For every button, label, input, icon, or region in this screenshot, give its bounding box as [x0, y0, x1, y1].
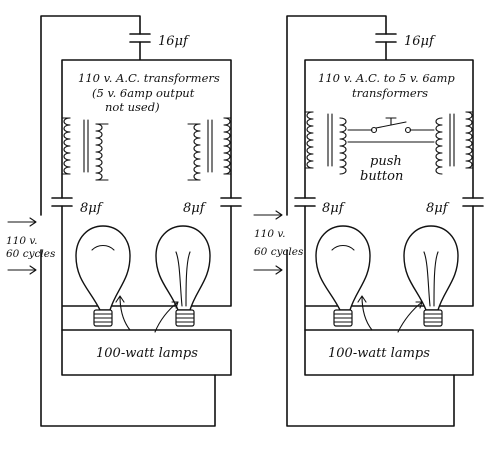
right-capacitor-16uf — [375, 33, 397, 43]
left-cap-right-label: 8μf — [183, 201, 207, 216]
left-lamp-2 — [155, 225, 211, 327]
right-outer-wire — [286, 15, 474, 427]
right-lamps-label: 100-watt lamps — [328, 346, 430, 361]
left-transformer-2 — [187, 117, 232, 181]
left-source-label-2: 60 cycles — [6, 248, 56, 260]
right-cap-left-label: 8μf — [322, 201, 346, 216]
left-lamp-1 — [75, 225, 131, 327]
right-transformer-2 — [435, 111, 474, 175]
right-button-label-1: push — [370, 154, 402, 169]
left-capacitor-8uf-a — [51, 197, 73, 207]
right-source-arrows — [253, 210, 283, 275]
right-transformer-label-1: 110 v. A.C. to 5 v. 6amp — [318, 71, 455, 85]
left-transformer-label-1: 110 v. A.C. transformers — [78, 71, 220, 85]
right-source-label-2: 60 cycles — [254, 246, 304, 258]
right-capacitor-8uf-a — [294, 197, 316, 207]
left-transformer-label-3: not used) — [105, 100, 160, 114]
right-cap-top-label: 16μf — [404, 34, 436, 49]
left-outer-wire — [40, 15, 232, 427]
left-transformer-label-2: (5 v. 6amp output — [92, 86, 195, 100]
left-lamps-box — [61, 329, 232, 376]
right-button-label-2: button — [360, 169, 403, 184]
left-transformer-1 — [61, 117, 109, 181]
right-lamp-arrow-1 — [357, 295, 373, 331]
right-lamp-1 — [315, 225, 371, 327]
left-capacitor-8uf-b — [220, 197, 242, 207]
right-capacitor-8uf-b — [462, 197, 484, 207]
right-lamp-2 — [403, 225, 459, 327]
left-cap-left-label: 8μf — [80, 201, 104, 216]
left-lamp-arrow-1 — [115, 295, 131, 331]
left-capacitor-16uf — [129, 33, 151, 43]
left-cap-top-label: 16μf — [158, 34, 190, 49]
left-circuit: 16μf 110 v. A.C. transformers (5 v. 6amp… — [6, 15, 242, 427]
left-lamps-label: 100-watt lamps — [96, 346, 198, 361]
push-button — [370, 117, 412, 134]
right-transformer-label-2: transformers — [352, 86, 428, 100]
right-lamp-arrow-2 — [397, 301, 423, 333]
left-source-arrows — [7, 217, 37, 275]
left-source-label-1: 110 v. — [6, 235, 37, 247]
right-lamps-box — [304, 329, 474, 376]
left-lamp-arrow-2 — [154, 301, 179, 333]
right-source-label-1: 110 v. — [254, 228, 285, 240]
right-secondary-loop — [339, 117, 435, 143]
right-cap-right-label: 8μf — [426, 201, 450, 216]
right-transformer-1 — [304, 111, 347, 175]
right-circuit: 16μf 110 v. A.C. to 5 v. 6amp transforme… — [253, 15, 484, 427]
